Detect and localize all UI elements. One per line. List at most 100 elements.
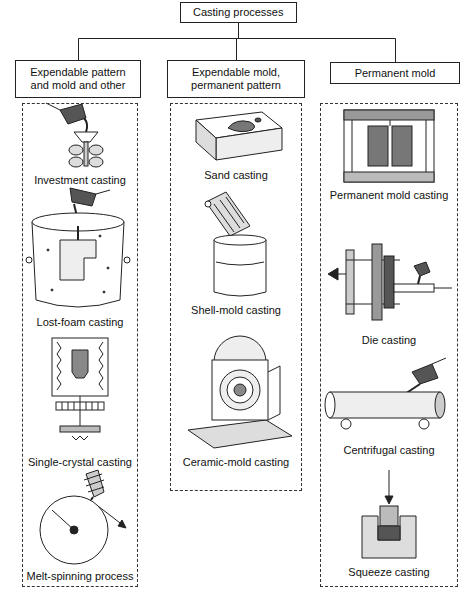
die-casting-sketch [414, 262, 430, 276]
melt-spinning-sketch [118, 520, 126, 528]
sand-casting-sketch [228, 121, 255, 132]
permanent-mold-casting-sketch [352, 120, 353, 172]
process-name: Squeeze casting [321, 566, 457, 579]
permanent-mold-casting-sketch [344, 110, 434, 120]
shell-mold-casting-sketch [216, 262, 264, 265]
process-group: Sand castingShell-mold castingCeramic-mo… [170, 103, 302, 491]
single-crystal-casting-sketch [52, 338, 108, 440]
investment-casting-sketch [69, 145, 83, 155]
shell-mold-casting-sketch [205, 192, 266, 296]
die-casting-sketch [372, 244, 382, 320]
ceramic-mold-casting-sketch [188, 336, 292, 448]
process-name: Shell-mold casting [171, 304, 301, 317]
single-crystal-casting-sketch [56, 402, 104, 410]
process-name: Sand casting [171, 169, 301, 182]
category-box: Expendable mold, permanent pattern [167, 60, 305, 98]
node-label: Expendable pattern and mold and other [22, 66, 134, 92]
ceramic-mold-casting-sketch [214, 336, 266, 362]
lost-foam-casting-sketch [26, 188, 130, 307]
centrifugal-casting-sketch [419, 419, 429, 429]
investment-casting-sketch [69, 157, 83, 167]
lost-foam-casting-sketch [47, 249, 49, 251]
lost-foam-casting-sketch [99, 235, 101, 237]
investment-casting-sketch [60, 104, 86, 124]
ceramic-mold-casting-sketch [280, 366, 281, 414]
lost-foam-casting-sketch [36, 300, 120, 307]
process-name: Lost-foam casting [23, 316, 137, 329]
centrifugal-casting-sketch [330, 392, 440, 418]
die-casting-sketch [394, 284, 434, 292]
single-crystal-casting-sketch [57, 342, 61, 390]
die-casting-sketch [384, 256, 394, 308]
single-crystal-casting-sketch [72, 350, 88, 378]
melt-spinning-sketch [52, 510, 74, 530]
process-group: Investment castingLost-foam castingSingl… [22, 103, 138, 587]
node-label: Expendable mold, permanent pattern [174, 66, 298, 92]
single-crystal-casting-sketch [62, 402, 98, 410]
squeeze-casting-sketch [389, 470, 390, 498]
category-box: Permanent mold [330, 62, 460, 84]
sand-casting-sketch [196, 120, 216, 160]
investment-casting-sketch [74, 132, 98, 142]
sand-casting-sketch [255, 118, 261, 122]
process-name: Investment casting [23, 174, 137, 187]
permanent-mold-casting-sketch [426, 120, 427, 172]
lost-foam-casting-sketch [120, 222, 124, 300]
melt-spinning-sketch [91, 497, 93, 500]
process-name: Single-crystal casting [23, 456, 137, 469]
centrifugal-casting-sketch [341, 419, 351, 429]
lost-foam-casting-sketch [70, 188, 96, 206]
die-casting-sketch [328, 268, 338, 280]
process-name: Centrifugal casting [321, 444, 457, 457]
lost-foam-casting-sketch [96, 190, 110, 194]
investment-casting-sketch [89, 145, 103, 155]
ceramic-mold-casting-sketch [220, 370, 260, 410]
ceramic-mold-casting-sketch [268, 414, 280, 420]
permanent-mold-casting-sketch [344, 172, 434, 182]
permanent-mold-casting-sketch [344, 110, 434, 182]
melt-spinning-sketch [40, 470, 126, 564]
shell-mold-casting-sketch [206, 192, 250, 236]
ceramic-mold-casting-sketch [234, 384, 246, 396]
sand-casting-sketch [196, 112, 282, 160]
centrifugal-casting-sketch [325, 392, 335, 418]
single-crystal-casting-sketch [52, 338, 108, 396]
die-casting-sketch [418, 276, 420, 284]
process-name: Die casting [321, 334, 457, 347]
process-name: Ceramic-mold casting [171, 456, 301, 469]
lost-foam-casting-sketch [107, 267, 109, 269]
permanent-mold-casting-sketch [392, 126, 412, 166]
lost-foam-casting-sketch [77, 226, 79, 240]
squeeze-casting-sketch [385, 496, 393, 504]
single-crystal-casting-sketch [80, 396, 81, 402]
investment-casting-sketch [84, 142, 88, 166]
connector-line [239, 23, 396, 62]
process-name: Melt-spinning process [23, 570, 137, 583]
shell-mold-casting-sketch [214, 235, 266, 245]
centrifugal-casting-sketch [325, 358, 446, 429]
shell-mold-casting-sketch [205, 201, 211, 207]
melt-spinning-sketch [40, 496, 108, 564]
category-box: Expendable pattern and mold and other [15, 60, 141, 98]
centrifugal-casting-sketch [432, 358, 446, 364]
node-label: Permanent mold [355, 67, 436, 80]
single-crystal-casting-sketch [80, 410, 81, 426]
ceramic-mold-casting-sketch [227, 377, 253, 403]
lost-foam-casting-sketch [26, 257, 32, 263]
die-casting-sketch [328, 244, 452, 320]
single-crystal-casting-sketch [99, 342, 103, 390]
squeeze-casting-sketch [380, 506, 398, 526]
die-casting-sketch [434, 288, 452, 289]
investment-casting-sketch [89, 157, 103, 167]
lost-foam-casting-sketch [32, 222, 36, 300]
shell-mold-casting-sketch [214, 240, 266, 296]
single-crystal-casting-sketch [60, 426, 100, 432]
investment-casting-sketch [46, 103, 60, 110]
investment-casting-sketch [84, 118, 87, 132]
root-box: Casting processes [180, 2, 297, 23]
node-label: Casting processes [193, 6, 284, 19]
ceramic-mold-casting-sketch [268, 366, 280, 372]
single-crystal-casting-sketch [72, 436, 88, 440]
shell-mold-casting-sketch [214, 197, 244, 232]
